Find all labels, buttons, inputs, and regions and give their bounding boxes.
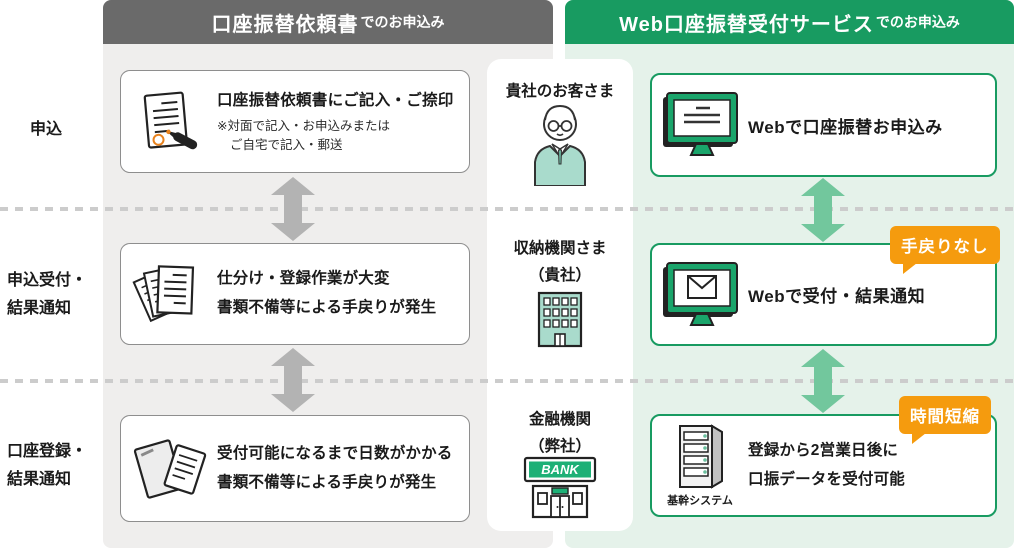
paper-header-suffix: でのお申込み [360, 14, 445, 30]
web-step1-box: Webで口座振替お申込み [650, 73, 997, 177]
paper-application-header: 口座振替依頼書でのお申込み [103, 0, 553, 44]
monitor-mail-icon [652, 259, 748, 331]
paper-step1-box: 口座振替依頼書にご記入・ご捺印 ※対面で記入・お申込みまたは ご自宅で記入・郵送 [120, 70, 470, 173]
paper-step3-line1: 受付可能になるまで日数がかかる [217, 444, 453, 462]
web-step3-line2: 口振データを受付可能 [748, 470, 906, 488]
double-arrow-icon [271, 348, 315, 412]
row-label-apply: 申込 [30, 121, 63, 138]
no-rework-badge: 手戻りなし [890, 226, 1000, 274]
double-arrow-icon [271, 177, 315, 241]
company-building-icon [487, 290, 633, 353]
row-separator-2 [0, 379, 1014, 383]
time-saving-badge: 時間短縮 [899, 396, 991, 444]
web-service-header: Web口座振替受付サービスでのお申込み [565, 0, 1014, 44]
row-label-reception: 申込受付・ 結果通知 [7, 272, 88, 317]
paper-step2-line2: 書類不備等による手戻りが発生 [217, 299, 437, 316]
server-icon-label: 基幹システム [667, 495, 733, 507]
envelope-documents-icon [121, 432, 217, 506]
bank-sign-text: BANK [541, 462, 580, 477]
customer-person-icon [487, 100, 633, 191]
paper-header-title: 口座振替依頼書 [211, 13, 359, 36]
monitor-icon [652, 89, 748, 161]
double-arrow-icon [801, 178, 845, 242]
paper-step2-box: 仕分け・登録作業が大変 書類不備等による手戻りが発生 [120, 243, 470, 345]
paper-step1-note: ※対面で記入・お申込みまたは ご自宅で記入・郵送 [217, 119, 390, 152]
web-header-suffix: でのお申込み [875, 14, 960, 30]
customer-label: 貴社のお客さま [505, 83, 615, 100]
paper-step2-line1: 仕分け・登録作業が大変 [217, 270, 390, 288]
row-label-registration: 口座登録・ 結果通知 [7, 443, 88, 488]
paper-step3-line2: 書類不備等による手戻りが発生 [217, 473, 437, 491]
web-header-title: Web口座振替受付サービス [619, 13, 874, 36]
collection-agency-label: 収納機関さま （貴社） [513, 240, 607, 284]
financial-institution-label: 金融機関 （弊社） [528, 411, 591, 455]
paper-step1-title: 口座振替依頼書にご記入・ご捺印 [217, 92, 454, 110]
web-step2-text: Webで受付・結果通知 [748, 287, 926, 306]
row-separator-1 [0, 207, 1014, 211]
server-icon: 基幹システム [652, 423, 748, 508]
paper-stack-icon [121, 257, 217, 331]
web-step3-line1: 登録から2営業日後に [748, 441, 899, 459]
web-step1-text: Webで口座振替お申込み [748, 117, 943, 137]
paper-step3-box: 受付可能になるまで日数がかかる 書類不備等による手戻りが発生 [120, 415, 470, 522]
double-arrow-icon [801, 349, 845, 413]
bank-building-icon: BANK [487, 455, 633, 524]
document-stamp-pen-icon [121, 86, 217, 158]
